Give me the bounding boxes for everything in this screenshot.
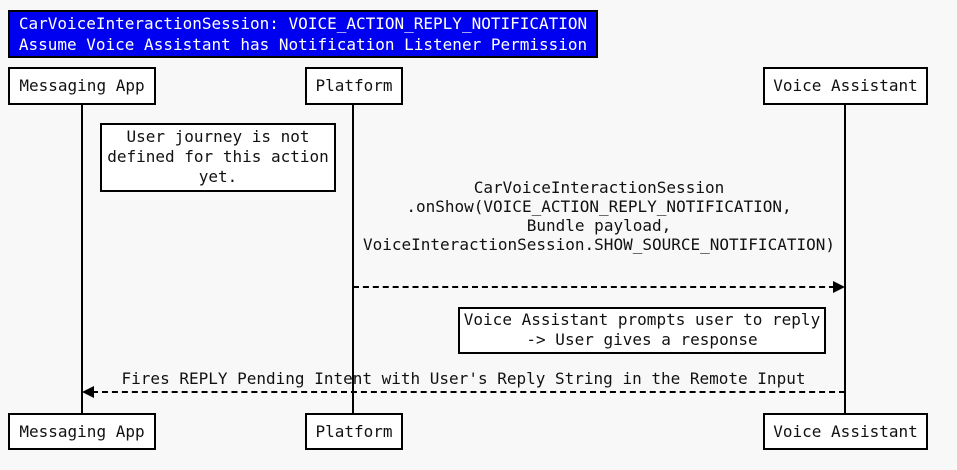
message-fires-reply-label: Fires REPLY Pending Intent with User's R… [82, 369, 845, 389]
lifeline-voice-assistant [844, 105, 846, 413]
message-line: VoiceInteractionSession.SHOW_SOURCE_NOTI… [362, 235, 835, 254]
arrow-platform-to-voice-assistant [353, 280, 845, 294]
message-line: CarVoiceInteractionSession [473, 178, 725, 197]
arrow-dashed-shaft [92, 391, 845, 393]
arrowhead-left-icon [82, 386, 94, 398]
note-line: Voice Assistant prompts user to reply [463, 310, 821, 329]
actor-top-messaging-app: Messaging App [8, 67, 156, 105]
actor-bottom-messaging-app: Messaging App [8, 413, 156, 450]
note-line: -> User gives a response [526, 330, 758, 349]
arrow-voice-assistant-to-messaging-app [82, 385, 845, 399]
lifeline-platform [352, 105, 354, 413]
actor-bottom-voice-assistant: Voice Assistant [763, 413, 928, 450]
diagram-title: CarVoiceInteractionSession: VOICE_ACTION… [8, 10, 598, 58]
actor-top-voice-assistant: Voice Assistant [763, 67, 928, 105]
message-line: Bundle payload, [526, 216, 672, 235]
note-line: yet. [198, 167, 238, 186]
note-line: defined for this action [107, 147, 329, 166]
arrowhead-right-icon [833, 281, 845, 293]
note-line: User journey is not [126, 127, 310, 146]
message-onshow-label: CarVoiceInteractionSession .onShow(VOICE… [353, 178, 845, 254]
title-line-2: Assume Voice Assistant has Notification … [18, 35, 588, 54]
actor-bottom-platform: Platform [305, 413, 403, 450]
message-line: .onShow(VOICE_ACTION_REPLY_NOTIFICATION, [406, 197, 792, 216]
actor-top-platform: Platform [305, 67, 403, 105]
note-user-journey: User journey is not defined for this act… [100, 123, 336, 192]
message-line: Fires REPLY Pending Intent with User's R… [121, 369, 806, 388]
note-voice-assistant-prompts: Voice Assistant prompts user to reply ->… [458, 307, 826, 354]
arrow-dashed-shaft [353, 286, 835, 288]
lifeline-messaging-app [81, 105, 83, 413]
title-line-1: CarVoiceInteractionSession: VOICE_ACTION… [18, 14, 588, 33]
